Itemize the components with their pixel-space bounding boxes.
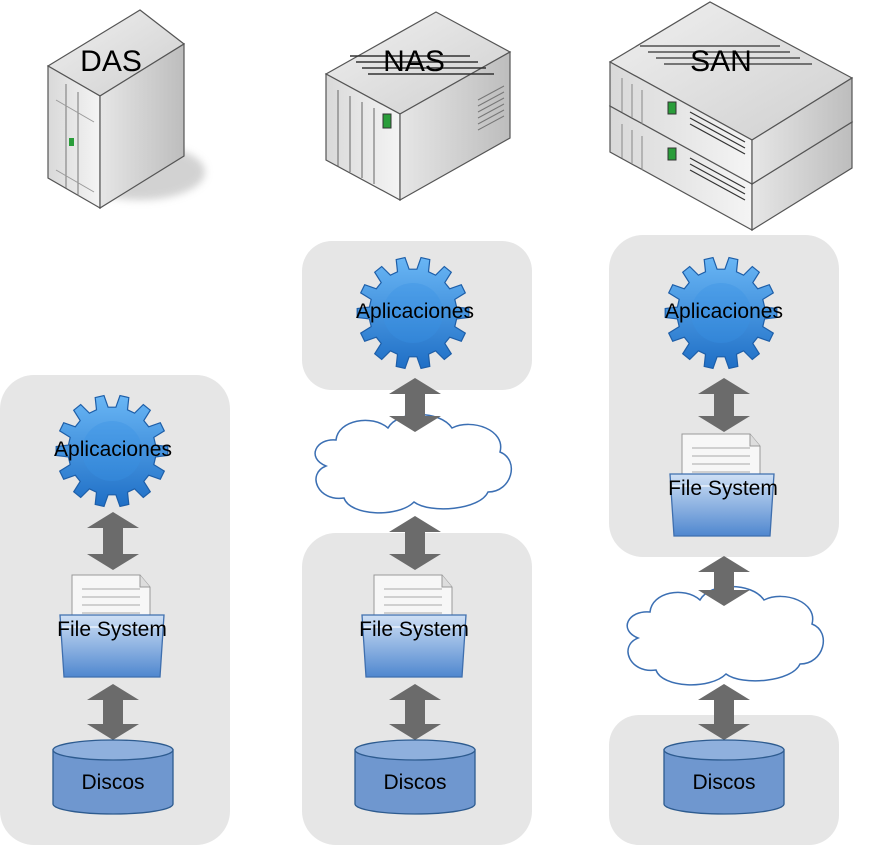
- das-app-fs-arrow-icon: [87, 512, 139, 570]
- san-disk-icon: [663, 739, 785, 815]
- das-folder-icon: [59, 574, 165, 678]
- das-app-label: Aplicaciones: [54, 438, 172, 461]
- nas-fs-label: File System: [359, 618, 469, 641]
- san-app-label: Aplicaciones: [665, 300, 783, 323]
- das-fs-label: File System: [57, 618, 167, 641]
- nas-server-icon: [324, 11, 512, 202]
- san-gear-icon: [664, 256, 778, 370]
- double-arrow-icons: [87, 378, 750, 740]
- folder-icons: [59, 433, 775, 678]
- nas-fs-disk-arrow-icon: [389, 684, 441, 740]
- das-disk-icon: [52, 739, 174, 815]
- nas-net-fs-arrow-icon: [389, 516, 441, 570]
- san-fs-label: File System: [668, 477, 778, 500]
- nas-disk-icon: [354, 739, 476, 815]
- san-disk-label: Discos: [692, 771, 756, 794]
- nas-gear-icon: [356, 256, 470, 370]
- das-title: DAS: [80, 45, 142, 78]
- san-folder-icon: [669, 433, 775, 537]
- disk-icons: [52, 739, 785, 815]
- san-fs-net-arrow-icon: [698, 556, 750, 606]
- das-server-icon: [46, 9, 205, 210]
- gear-icons: [55, 256, 778, 508]
- das-fs-disk-arrow-icon: [87, 684, 139, 740]
- san-server-icon: [608, 1, 854, 232]
- nas-folder-icon: [361, 574, 467, 678]
- san-net-disk-arrow-icon: [698, 684, 750, 740]
- das-gear-icon: [55, 394, 169, 508]
- nas-app-label: Aplicaciones: [356, 300, 474, 323]
- san-title: SAN: [690, 45, 752, 78]
- nas-title: NAS: [383, 45, 445, 78]
- nas-disk-label: Discos: [383, 771, 447, 794]
- san-app-fs-arrow-icon: [698, 378, 750, 432]
- nas-app-net-arrow-icon: [389, 378, 441, 432]
- das-disk-label: Discos: [81, 771, 145, 794]
